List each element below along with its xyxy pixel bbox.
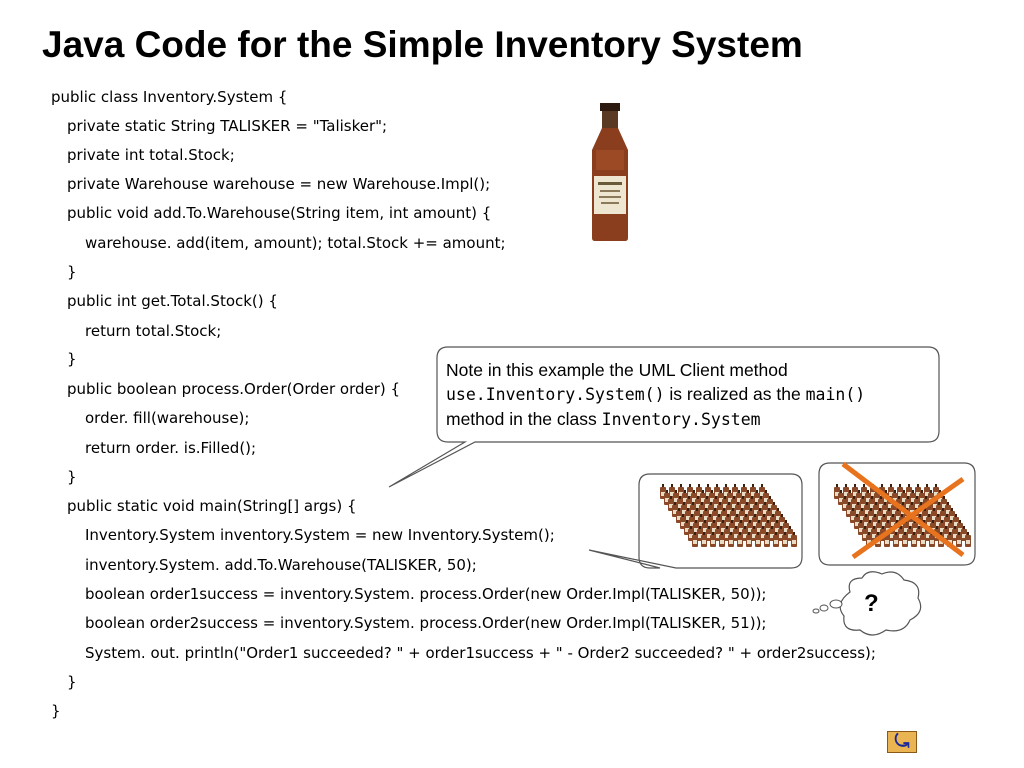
code-line: private Warehouse warehouse = new Wareho… xyxy=(67,175,491,193)
whisky-bottle-icon xyxy=(589,102,631,242)
red-cross-icon xyxy=(841,462,965,560)
code-line: public void add.To.Warehouse(String item… xyxy=(67,204,492,222)
code-line: public boolean process.Order(Order order… xyxy=(67,380,401,398)
code-line: public int get.Total.Stock() { xyxy=(67,292,278,310)
slide-title: Java Code for the Simple Inventory Syste… xyxy=(42,24,803,65)
code-line: } xyxy=(67,468,77,486)
code-line: } xyxy=(67,673,77,691)
code-line: } xyxy=(51,702,61,720)
note-line-1: Note in this example the UML Client meth… xyxy=(446,360,788,380)
note-line-3: method in the class Inventory.System xyxy=(446,407,865,432)
thought-cloud xyxy=(812,571,922,636)
note-code-class: Inventory.System xyxy=(601,410,761,429)
note-line3-text: method in the class xyxy=(446,409,602,429)
code-line: Inventory.System inventory.System = new … xyxy=(85,526,555,544)
code-line: boolean order2success = inventory.System… xyxy=(85,614,767,632)
code-line: warehouse. add(item, amount); total.Stoc… xyxy=(85,234,506,252)
code-line: } xyxy=(67,350,77,368)
note-bubble xyxy=(388,346,940,488)
code-line: public static void main(String[] args) { xyxy=(67,497,357,515)
code-line: private static String TALISKER = "Talisk… xyxy=(67,117,388,135)
code-line: order. fill(warehouse); xyxy=(85,409,250,427)
code-line: boolean order1success = inventory.System… xyxy=(85,585,767,603)
note-text: Note in this example the UML Client meth… xyxy=(446,358,865,432)
question-mark: ? xyxy=(864,590,879,617)
code-line: inventory.System. add.To.Warehouse(TALIS… xyxy=(85,556,477,574)
note-code-method: use.Inventory.System() xyxy=(446,385,665,404)
code-line: return order. is.Filled(); xyxy=(85,439,257,457)
code-line: System. out. println("Order1 succeeded? … xyxy=(85,644,876,662)
return-nav-button[interactable]: ⤿ xyxy=(887,731,917,753)
code-line: private int total.Stock; xyxy=(67,146,235,164)
code-line: public class Inventory.System { xyxy=(51,88,288,106)
code-line: return total.Stock; xyxy=(85,322,222,340)
note-line-2: use.Inventory.System() is realized as th… xyxy=(446,382,865,407)
code-line: } xyxy=(67,263,77,281)
note-code-main: main() xyxy=(805,385,866,404)
return-arrow-icon: ⤿ xyxy=(894,731,910,752)
note-mid-text: is realized as the xyxy=(664,384,806,404)
